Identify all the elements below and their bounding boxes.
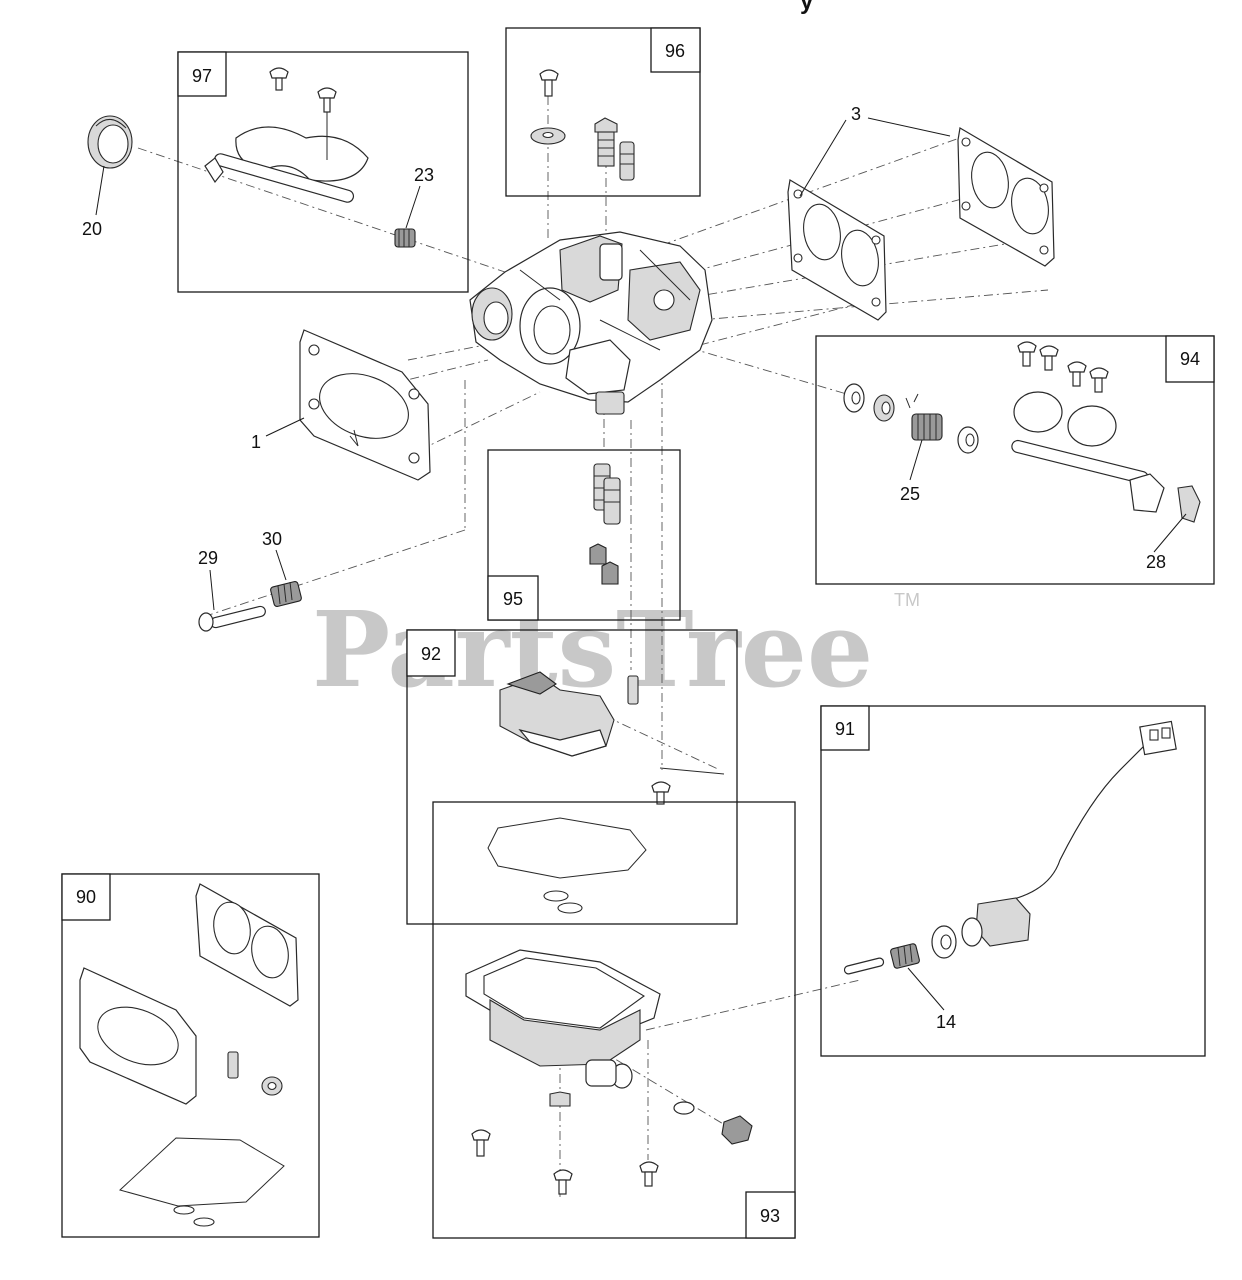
emulsion-tube-parts: [589, 463, 621, 585]
choke-shaft-parts: [204, 67, 416, 248]
callout-20: 20: [82, 219, 102, 239]
throttle-shaft-parts: [843, 341, 1201, 523]
gasket-part-1: [299, 329, 431, 481]
trademark-mark: TM: [894, 590, 920, 610]
kit-number-97: 97: [192, 66, 212, 86]
kit-box-92[interactable]: 92: [406, 629, 738, 925]
kit-number-91: 91: [835, 719, 855, 739]
kit-number-94: 94: [1180, 349, 1200, 369]
callout-28: 28: [1146, 552, 1166, 572]
kit-box-93[interactable]: 93: [432, 801, 796, 1239]
page-title-fragment: y: [800, 0, 814, 15]
float-bowl: [465, 949, 753, 1195]
float-assembly: [499, 671, 725, 805]
gasket-kit-parts: [79, 883, 299, 1227]
kit-box-97[interactable]: 97: [177, 51, 469, 293]
callout-1: 1: [251, 432, 261, 452]
spring-14: [890, 943, 920, 969]
kit-number-93: 93: [760, 1206, 780, 1226]
cap-part-20: [87, 115, 133, 169]
kit-number-92: 92: [421, 644, 441, 664]
float-bowl-gasket: [487, 817, 647, 914]
callout-30: 30: [262, 529, 282, 549]
callout-leaders: [95, 117, 1187, 1011]
jet-screw-parts: [530, 69, 635, 181]
spring-23: [394, 228, 416, 248]
spring-25: [905, 393, 943, 441]
callout-29: 29: [198, 548, 218, 568]
callout-3: 3: [851, 104, 861, 124]
kit-number-96: 96: [665, 41, 685, 61]
flange-gasket-rear: [957, 127, 1055, 267]
kit-box-94[interactable]: 94: [815, 335, 1215, 585]
kit-number-95: 95: [503, 589, 523, 609]
fuel-solenoid-parts: [843, 720, 1177, 975]
callout-23: 23: [414, 165, 434, 185]
flange-gasket-front: [787, 179, 887, 321]
kit-box-95[interactable]: 95: [487, 449, 681, 621]
callout-14: 14: [936, 1012, 956, 1032]
carburetor-body: [469, 231, 713, 415]
callout-25: 25: [900, 484, 920, 504]
kit-box-96[interactable]: 96: [505, 27, 701, 197]
kit-box-91[interactable]: 91: [820, 705, 1206, 1057]
kit-number-90: 90: [76, 887, 96, 907]
kit-box-90[interactable]: 90: [61, 873, 320, 1238]
watermark-text: PartsTree: [312, 588, 873, 711]
idle-screw-parts: [198, 580, 302, 632]
